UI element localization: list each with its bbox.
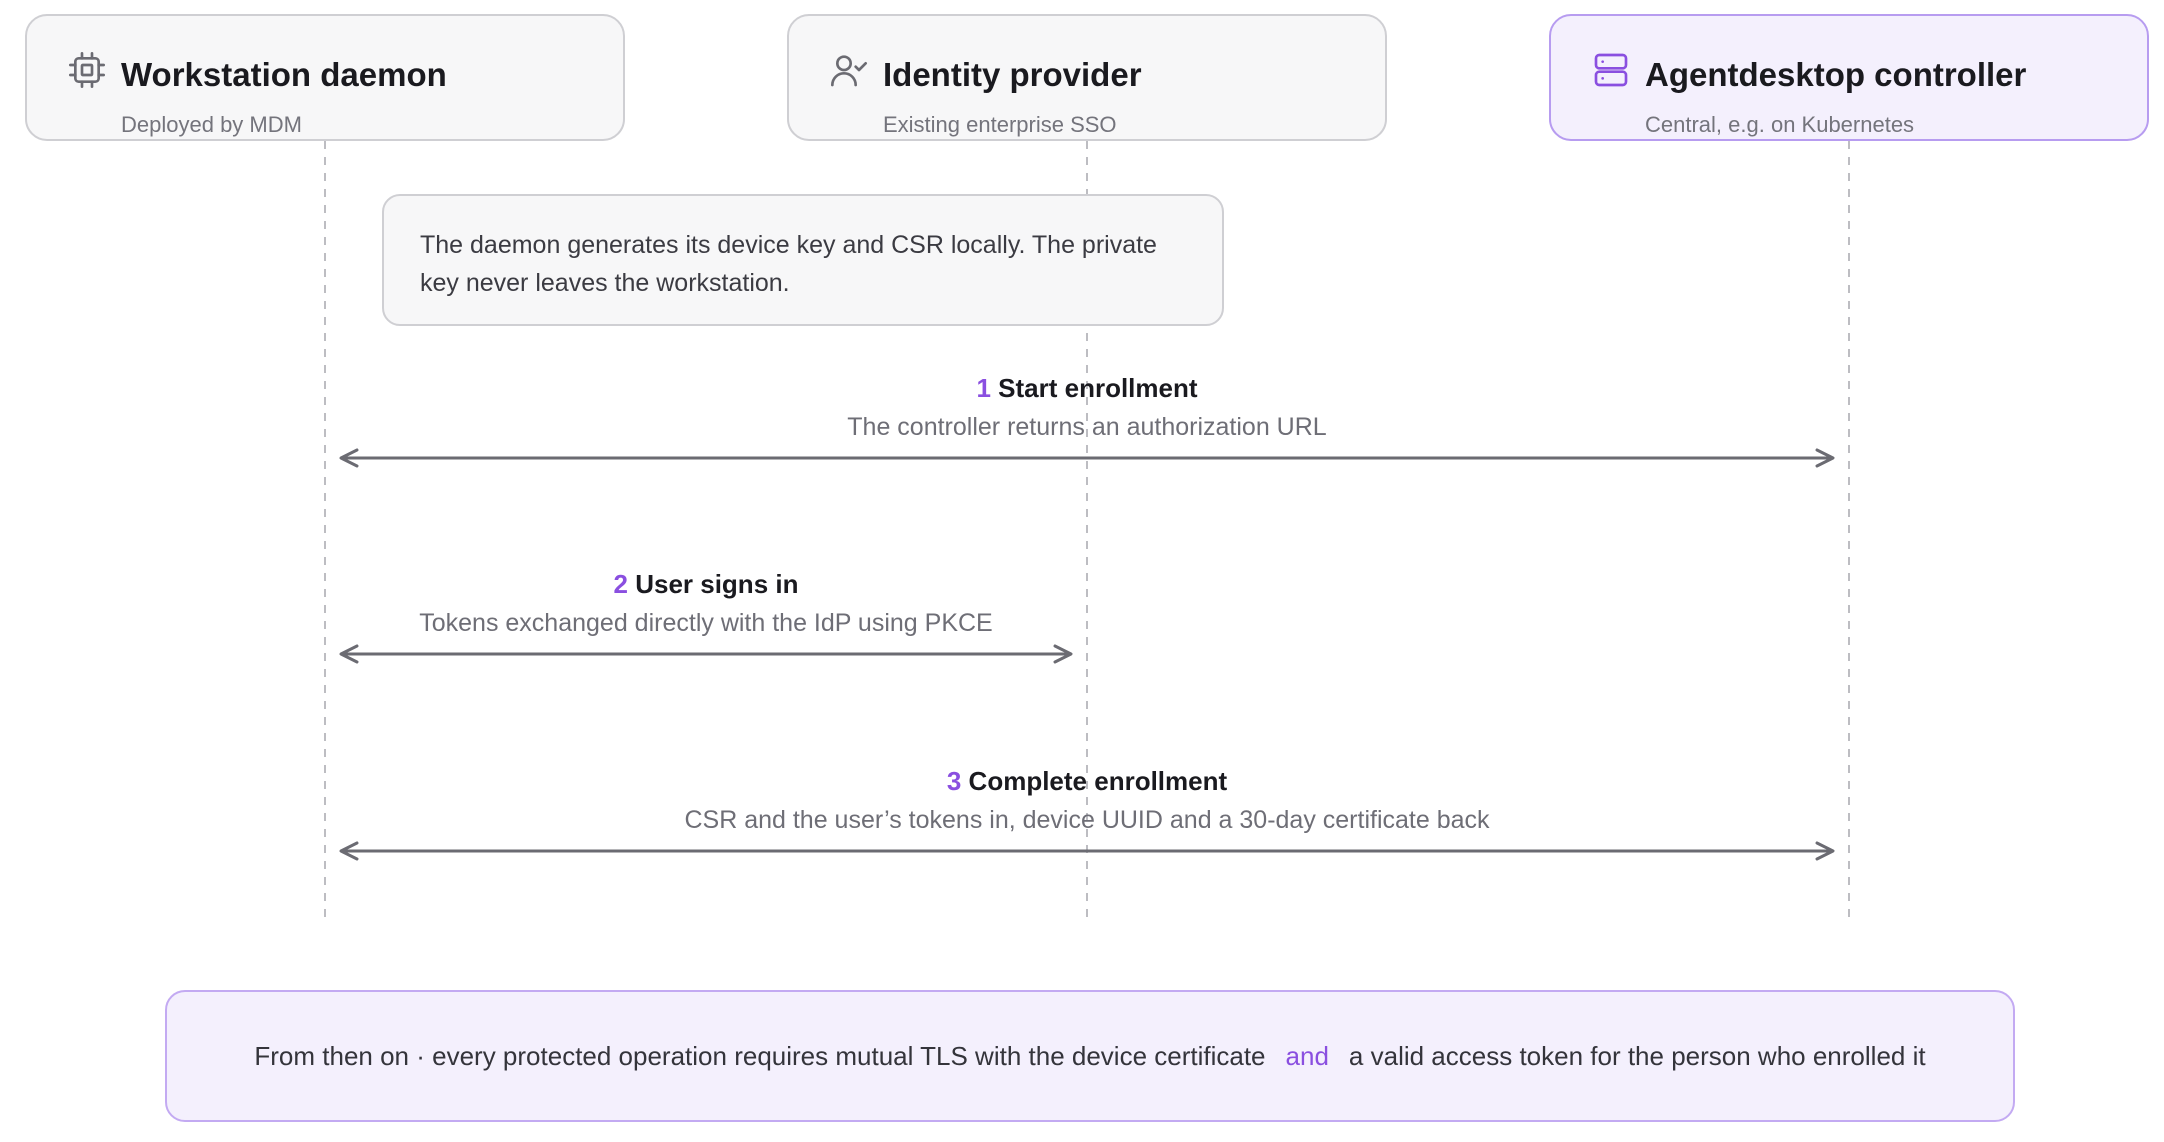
- footer-text-before: From then on · every protected operation…: [254, 1040, 1266, 1071]
- participant-subtitle: Existing enterprise SSO: [883, 112, 1117, 137]
- message-description: Tokens exchanged directly with the IdP u…: [419, 609, 993, 637]
- message-description: CSR and the user’s tokens in, device UUI…: [684, 806, 1490, 834]
- message-number: 2: [613, 569, 628, 599]
- footer-text-after: a valid access token for the person who …: [1348, 1040, 1926, 1071]
- message-label: Complete enrollment: [968, 766, 1228, 796]
- footer-emphasis: and: [1285, 1040, 1329, 1071]
- participant-title: Agentdesktop controller: [1645, 56, 2027, 93]
- message-label: Start enrollment: [998, 373, 1198, 403]
- message-heading: 1 Start enrollment: [587, 373, 1587, 404]
- note-box: The daemon generates its device key and …: [382, 194, 1224, 326]
- message-start-enrollment: 1 Start enrollment The controller return…: [587, 373, 1587, 442]
- participant-subtitle: Central, e.g. on Kubernetes: [1645, 112, 1915, 137]
- message-label: User signs in: [635, 569, 799, 599]
- message-number: 3: [946, 766, 962, 796]
- message-heading: 3 Complete enrollment: [487, 766, 1687, 797]
- participant-title: Identity provider: [883, 56, 1142, 93]
- participant-subtitle: Deployed by MDM: [121, 112, 302, 137]
- user-check-icon: [831, 55, 867, 87]
- footer-callout: From then on · every protected operation…: [165, 990, 2015, 1122]
- message-complete-enrollment: 3 Complete enrollment CSR and the user’s…: [487, 766, 1687, 835]
- message-user-signs-in: 2 User signs in Tokens exchanged directl…: [206, 569, 1206, 638]
- participant-workstation-daemon: Workstation daemon Deployed by MDM: [25, 14, 625, 141]
- participant-title: Workstation daemon: [121, 56, 447, 93]
- chip-icon: [69, 52, 105, 88]
- participant-identity-provider: Identity provider Existing enterprise SS…: [787, 14, 1387, 141]
- participant-agentdesktop-controller: Agentdesktop controller Central, e.g. on…: [1549, 14, 2149, 141]
- message-description: The controller returns an authorization …: [847, 413, 1327, 441]
- message-heading: 2 User signs in: [206, 569, 1206, 600]
- message-number: 1: [976, 373, 991, 403]
- server-icon: [1594, 53, 1628, 87]
